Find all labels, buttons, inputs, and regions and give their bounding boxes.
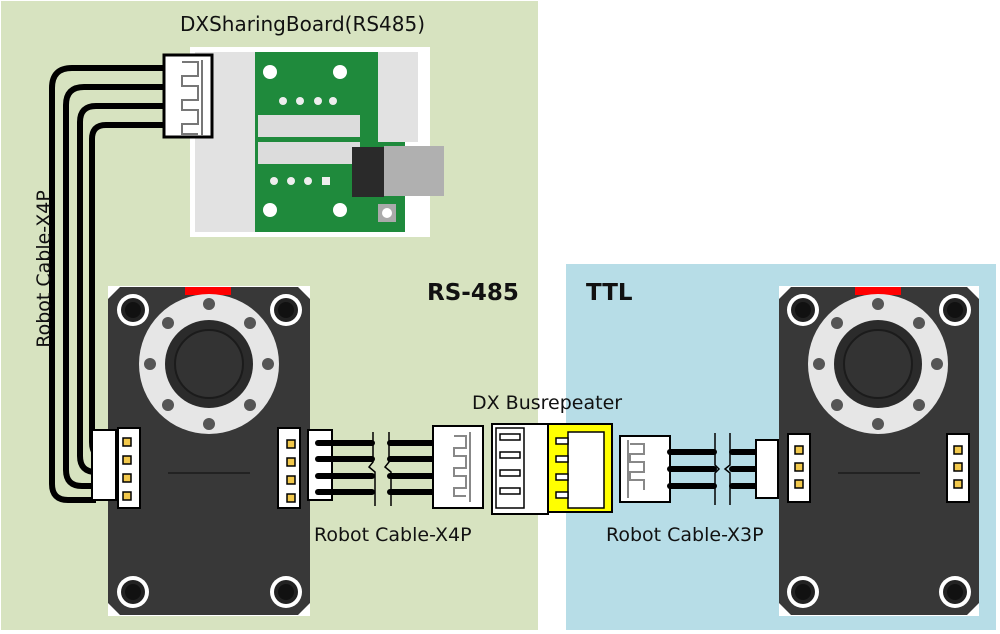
- sharing-board-label: DXSharingBoard(RS485): [180, 12, 426, 36]
- bus-repeater: [491, 423, 613, 515]
- sharing-board: [162, 47, 444, 237]
- cable-x3p-label: Robot Cable-X3P: [606, 524, 764, 546]
- bus-repeater-label: DX Busrepeater: [472, 392, 623, 414]
- cable-x4p-horizontal: [307, 425, 484, 509]
- servo-left: [91, 286, 310, 616]
- cable-x4p-vertical-label: Robot Cable-X4P: [33, 190, 55, 348]
- servo-right: [779, 286, 979, 616]
- cable-x4p-label: Robot Cable-X4P: [314, 524, 472, 546]
- rs485-label: RS-485: [427, 280, 519, 306]
- ttl-label: TTL: [586, 280, 633, 306]
- cable-x3p: [619, 433, 779, 505]
